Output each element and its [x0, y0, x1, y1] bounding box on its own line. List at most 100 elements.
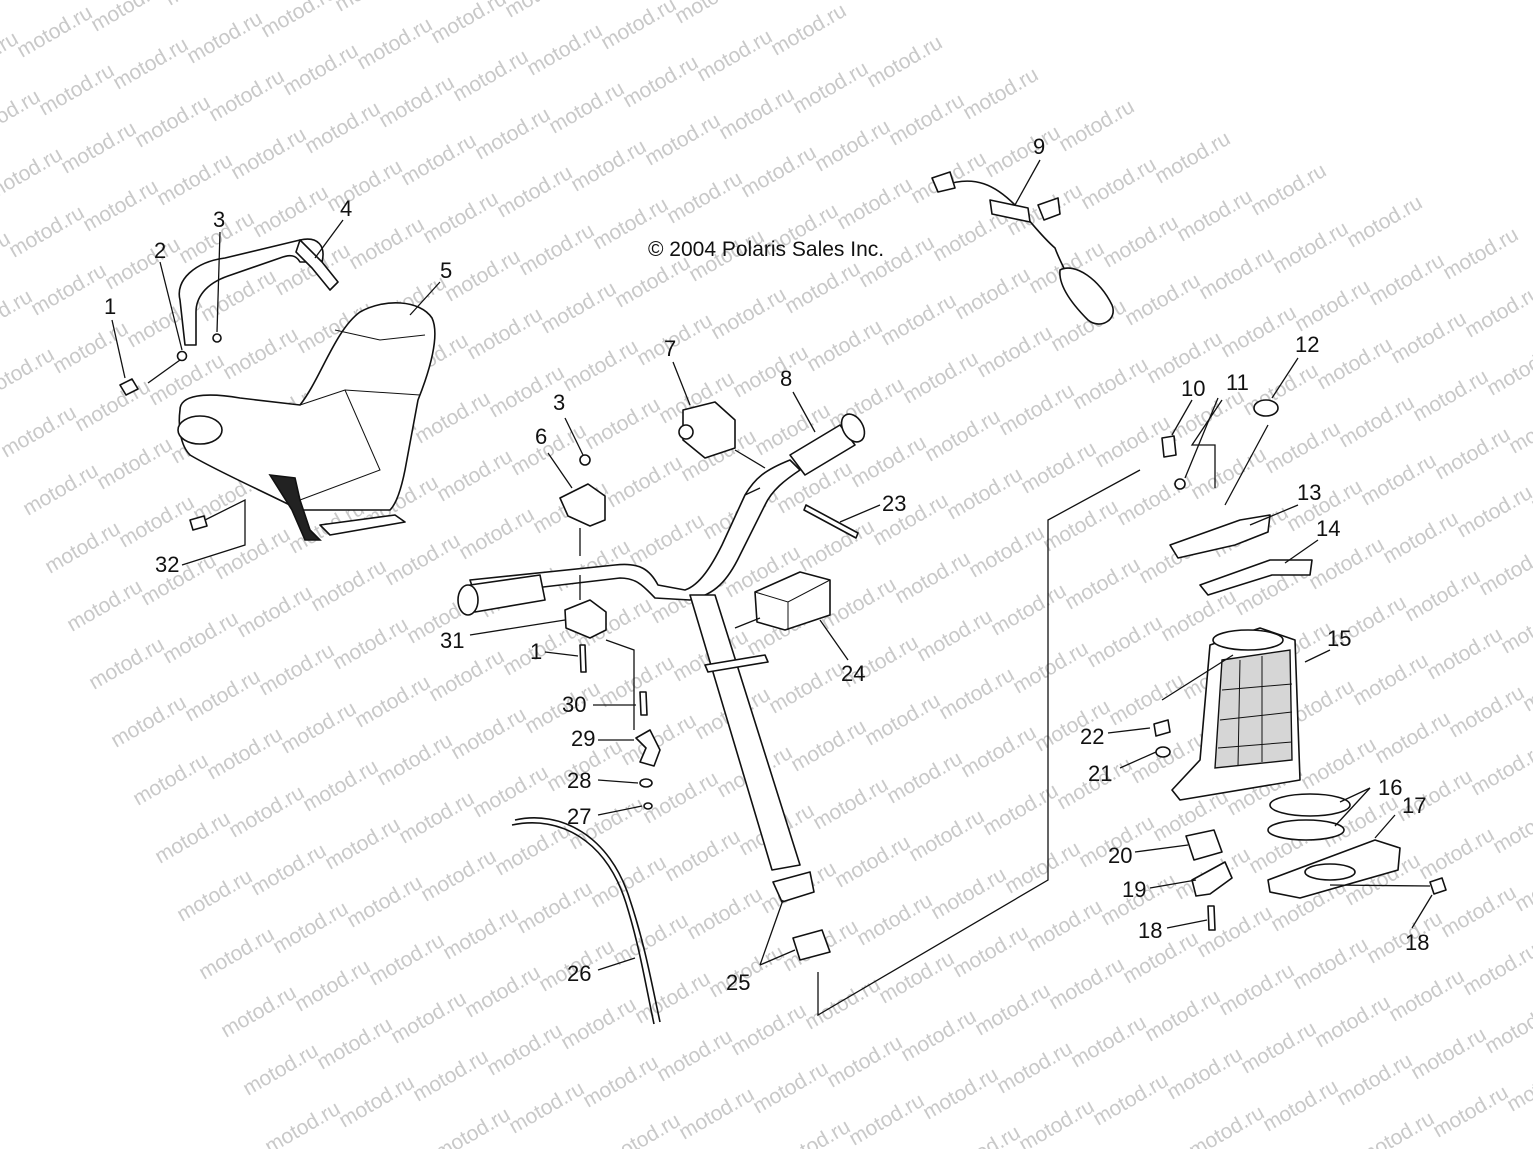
safety-lanyard	[931, 171, 1114, 325]
callout-26: 26	[567, 961, 591, 986]
callout-1-seat: 1	[104, 294, 116, 319]
watermark-text: motod.ru	[85, 633, 168, 694]
watermark-text: motod.ru	[1335, 391, 1418, 452]
watermark-text: motod.ru	[899, 347, 982, 408]
watermark-text: motod.ru	[19, 459, 102, 520]
throttle-housing	[682, 401, 736, 459]
watermark-text: motod.ru	[1453, 481, 1533, 542]
steering-support-assembly	[1153, 399, 1447, 931]
watermark-text: motod.ru	[1185, 1101, 1268, 1149]
watermark-text: motod.ru	[749, 1057, 832, 1118]
watermark-text: motod.ru	[1259, 1075, 1342, 1136]
lanyard-coil	[989, 199, 1031, 223]
watermark-text: motod.ru	[239, 1039, 322, 1100]
watermark-text: motod.ru	[0, 227, 14, 288]
watermark-text: motod.ru	[905, 805, 988, 866]
pin-30	[639, 691, 648, 716]
callout-18-right: 18	[1405, 930, 1429, 955]
callout-1-column: 1	[530, 639, 542, 664]
callout-13: 13	[1297, 480, 1321, 505]
watermark-text: motod.ru	[249, 181, 332, 242]
watermark-text: motod.ru	[321, 813, 404, 874]
watermark-text: motod.ru	[299, 755, 382, 816]
bolt-18-right	[1429, 877, 1447, 895]
watermark-text: motod.ru	[737, 141, 820, 202]
watermark-text: motod.ru	[1039, 495, 1122, 556]
watermark-text: motod.ru	[195, 923, 278, 984]
watermark-text: motod.ru	[1215, 959, 1298, 1020]
watermark-text: motod.ru	[1217, 301, 1300, 362]
handlebar-clamp-lower	[564, 599, 607, 639]
column-bushing-lower	[792, 929, 831, 961]
watermark-text: motod.ru	[203, 723, 286, 784]
watermark-text: motod.ru	[1505, 397, 1533, 458]
watermark-text: motod.ru	[41, 517, 124, 578]
watermark-text: motod.ru	[161, 0, 244, 10]
watermark-text: motod.ru	[1415, 823, 1498, 884]
watermark-text: motod.ru	[671, 0, 754, 28]
watermark-text: motod.ru	[1017, 437, 1100, 498]
callout-10: 10	[1181, 376, 1205, 401]
callout-7: 7	[664, 336, 676, 361]
watermark-text: motod.ru	[335, 1071, 418, 1132]
throttle-cable	[514, 817, 661, 1023]
watermark-text: motod.ru	[439, 903, 522, 964]
watermark-text: motod.ru	[1365, 249, 1448, 310]
watermark-text: motod.ru	[789, 57, 872, 118]
watermark-text: motod.ru	[1467, 739, 1533, 800]
watermark-text: motod.ru	[579, 1051, 662, 1112]
watermark-text: motod.ru	[291, 955, 374, 1016]
watermark-text: motod.ru	[79, 175, 162, 236]
watermark-text: motod.ru	[0, 0, 74, 4]
watermark-text: motod.ru	[979, 779, 1062, 840]
watermark-text: motod.ru	[1431, 423, 1514, 484]
watermark-text: motod.ru	[461, 961, 544, 1022]
watermark-text: motod.ru	[1497, 597, 1533, 658]
watermark-text: motod.ru	[1527, 455, 1533, 516]
watermark-text: motod.ru	[767, 0, 850, 60]
hinge-plate-14	[1199, 559, 1313, 596]
callout-21: 21	[1088, 761, 1112, 786]
clip-27	[643, 802, 653, 810]
watermark-text: motod.ru	[395, 787, 478, 848]
washer-16-lower	[1267, 819, 1345, 841]
watermark-text: motod.ru	[1461, 281, 1533, 342]
callout-12: 12	[1295, 332, 1319, 357]
watermark-text: motod.ru	[441, 245, 524, 306]
watermark-text: motod.ru	[981, 121, 1064, 182]
watermark-text: motod.ru	[1349, 649, 1432, 710]
watermark-text: motod.ru	[1387, 307, 1470, 368]
watermark-text: motod.ru	[787, 715, 870, 776]
watermark-text: motod.ru	[409, 1045, 492, 1106]
watermark-text: motod.ru	[1077, 153, 1160, 214]
watermark-text: motod.ru	[765, 657, 848, 718]
watermark-text: motod.ru	[1099, 211, 1182, 272]
callout-4: 4	[340, 196, 352, 221]
watermark-text: motod.ru	[1163, 1043, 1246, 1104]
watermark-text: motod.ru	[351, 671, 434, 732]
watermark-text: motod.ru	[1409, 365, 1492, 426]
watermark-text: motod.ru	[1459, 939, 1533, 1000]
watermark-text: motod.ru	[269, 897, 352, 958]
lanyard-key	[1037, 197, 1061, 221]
watermark-text: motod.ru	[0, 401, 80, 462]
clip-19	[1191, 861, 1233, 897]
watermark-text: motod.ru	[603, 451, 686, 512]
watermark-text: motod.ru	[493, 161, 576, 222]
watermark-text: motod.ru	[995, 379, 1078, 440]
lanyard-wrist-strap	[1059, 267, 1114, 325]
watermark-text: motod.ru	[1001, 837, 1084, 898]
watermark-text: motod.ru	[653, 1025, 736, 1086]
watermark-text: motod.ru	[861, 689, 944, 750]
watermark-text: motod.ru	[1105, 669, 1188, 730]
watermark-text: motod.ru	[447, 703, 530, 764]
watermark-text: motod.ru	[715, 83, 798, 144]
watermark-text: motod.ru	[375, 71, 458, 132]
callout-23: 23	[882, 491, 906, 516]
watermark-text: motod.ru	[641, 109, 724, 170]
watermark-text: motod.ru	[513, 877, 596, 938]
watermark-text: motod.ru	[5, 201, 88, 262]
watermark-text: motod.ru	[343, 871, 426, 932]
